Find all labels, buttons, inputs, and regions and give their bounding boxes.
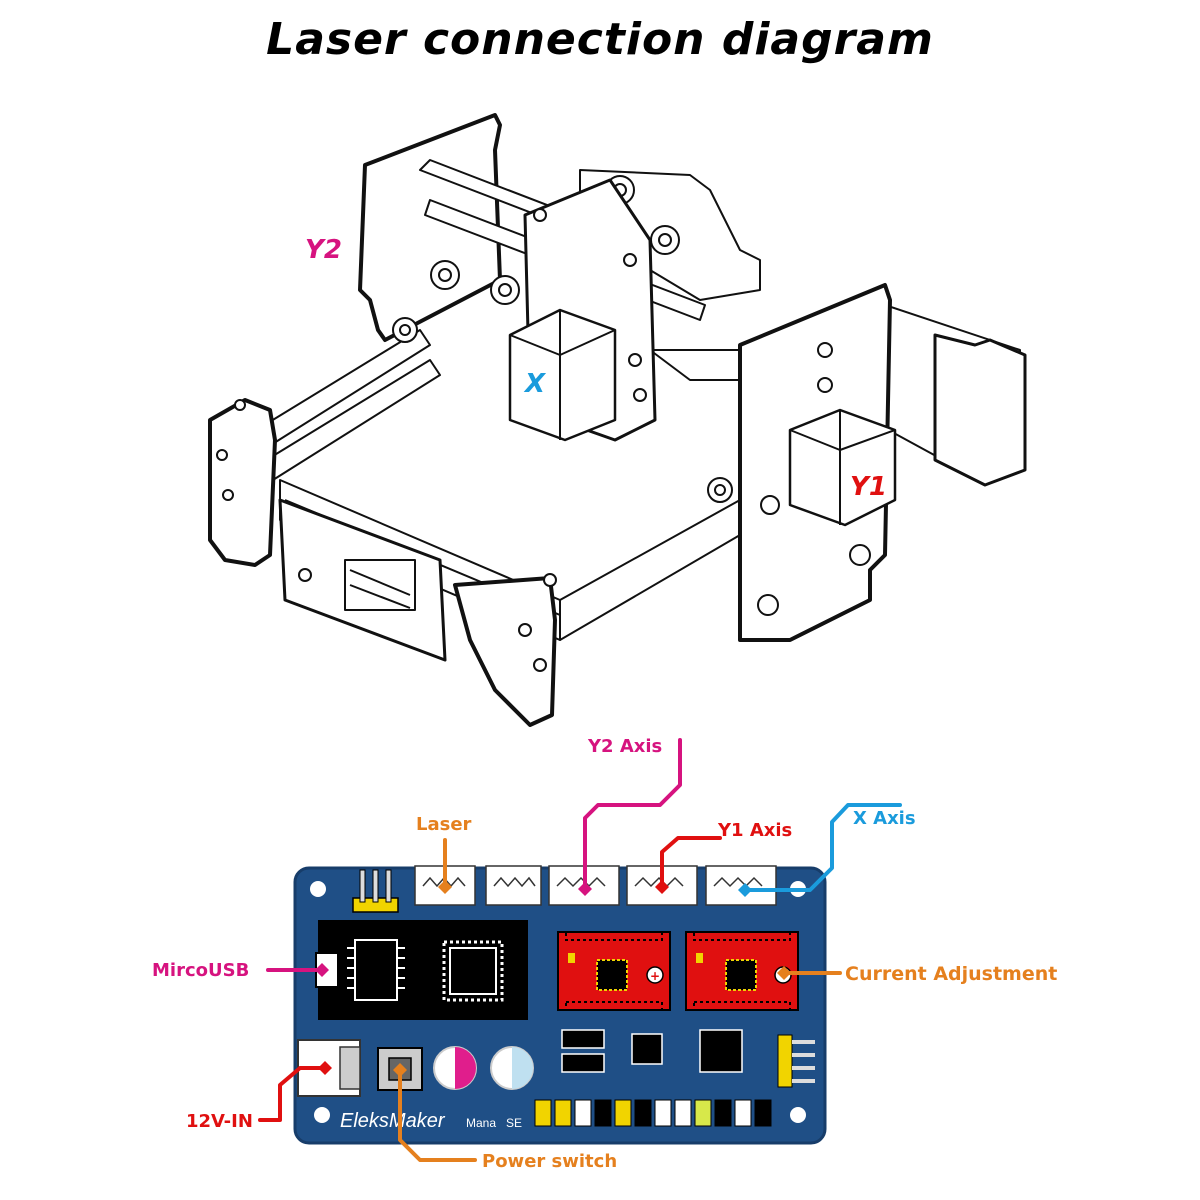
power-in-label: 12V-IN [186, 1111, 253, 1132]
board-model: Mana [466, 1116, 496, 1130]
x-motor-label: X [523, 369, 547, 399]
y2-motor-label: Y2 [305, 235, 342, 265]
qfp-microcontroller [442, 940, 504, 1002]
pin-header-right [777, 1034, 815, 1088]
power-switch-leader [398, 1068, 477, 1162]
power-switch-label: Power switch [482, 1151, 617, 1172]
laser-engraver-frame [208, 113, 1027, 727]
y2-side-plate [358, 113, 502, 342]
laser-label: Laser [416, 814, 472, 835]
x-marker [738, 883, 752, 897]
x-axis-leader [743, 803, 902, 892]
svg-text:+: + [650, 969, 660, 983]
micro-usb-label: MircoUSB [152, 960, 249, 981]
mount-hole-bottom-right [790, 1107, 806, 1123]
y1-marker [655, 880, 669, 894]
dip-chip [347, 939, 405, 1001]
aux-connector [485, 865, 542, 906]
front-right-foot [453, 576, 557, 727]
x-axis-label: X Axis [853, 808, 916, 829]
front-left-foot [208, 398, 277, 567]
power-in-marker [318, 1061, 332, 1075]
y2-axis-label: Y2 Axis [587, 736, 662, 757]
board-brand: EleksMaker [340, 1110, 446, 1132]
current-adjustment-label: Current Adjustment [845, 963, 1057, 985]
right-end-bracket [933, 333, 1027, 487]
y2-axis-leader [583, 738, 682, 890]
laser-pin-header [352, 869, 399, 913]
board-edition: SE [506, 1116, 522, 1130]
diagram-title: Laser connection diagram [266, 14, 934, 65]
y2-marker [578, 882, 592, 896]
power-in-leader [258, 1066, 327, 1122]
y1-motor-label: Y1 [850, 472, 887, 502]
lower-components [561, 1029, 743, 1073]
smd-component-strip [534, 1099, 772, 1127]
y1-stepper-motor [788, 408, 897, 527]
current-marker [777, 966, 791, 980]
x-connector [705, 865, 777, 906]
mount-hole-bottom-left [314, 1107, 330, 1123]
controller-board: + [293, 865, 827, 1145]
laser-marker [438, 880, 452, 894]
mount-hole-top-left [310, 881, 326, 897]
usb-marker [315, 963, 329, 977]
y1-axis-leader [660, 836, 722, 890]
y1-axis-label: Y1 Axis [717, 820, 792, 841]
power-switch-marker [393, 1063, 407, 1077]
stepper-driver-y: + [557, 931, 671, 1011]
